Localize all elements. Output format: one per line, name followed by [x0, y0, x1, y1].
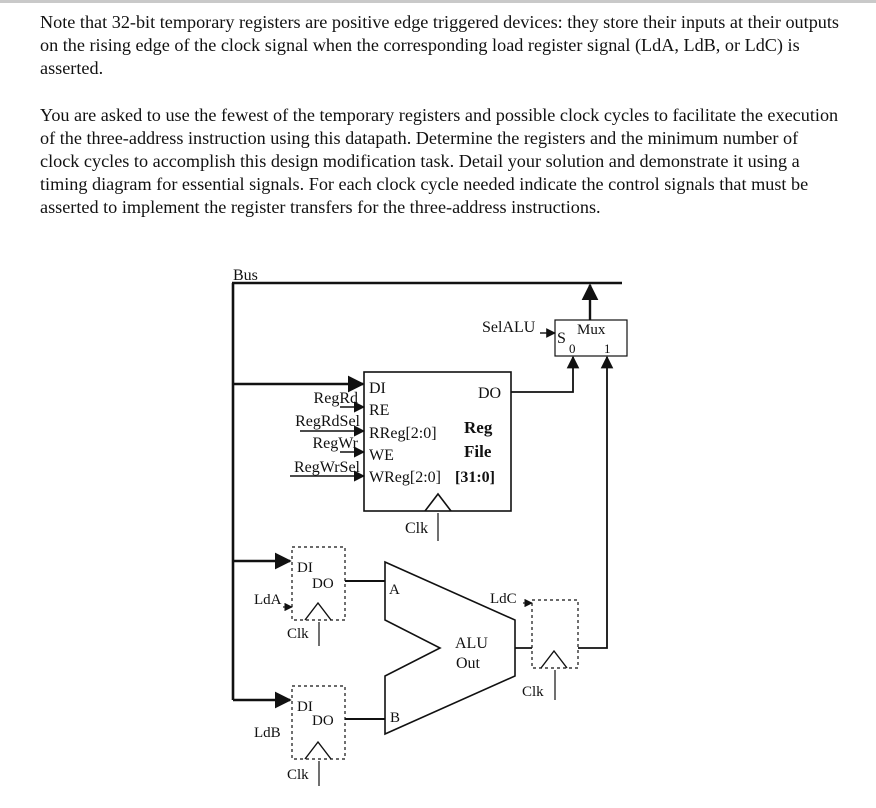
- ldb-label: LdB: [254, 725, 281, 741]
- selalu-label: SelALU: [482, 319, 536, 336]
- alu-input-b: B: [390, 710, 400, 726]
- reg-b-clk-label: Clk: [287, 767, 309, 783]
- alu-out-line1: ALU: [455, 635, 488, 652]
- paragraph-task: You are asked to use the fewest of the t…: [40, 105, 839, 217]
- reg-a-do-pin: DO: [312, 576, 334, 592]
- mux-input1-label: 1: [604, 341, 611, 356]
- bus-label: Bus: [233, 267, 258, 284]
- regc-to-mux: [578, 355, 614, 649]
- regfile-di-pin: DI: [369, 380, 386, 397]
- regrd-label: RegRd: [314, 390, 358, 407]
- paragraph-note: Note that 32-bit temporary registers are…: [40, 12, 840, 78]
- alu-shape: [384, 560, 516, 736]
- page-top-border: [0, 0, 876, 3]
- reg-a-clk-label: Clk: [287, 626, 309, 642]
- regfile-re-pin: RE: [369, 402, 389, 419]
- register-file-box: [363, 371, 512, 512]
- regrdsel-label: RegRdSel: [295, 413, 360, 430]
- regfile-title-reg: Reg: [464, 418, 493, 437]
- ldc-label: LdC: [490, 591, 517, 607]
- regfile-clk-label: Clk: [405, 520, 428, 537]
- alu-out-line2: Out: [456, 655, 481, 672]
- regfile-clock-triangle: [424, 492, 452, 512]
- reg-b-do-pin: DO: [312, 713, 334, 729]
- reg-c-clock-triangle: [540, 649, 568, 669]
- regfile-do-to-mux: [511, 355, 580, 393]
- mux-input0-label: 0: [569, 341, 576, 356]
- reg-b-clock-triangle: [304, 740, 332, 760]
- reg-c-box: [531, 599, 579, 669]
- regwrsel-label: RegWrSel: [294, 459, 361, 476]
- reg-a-clock-triangle: [304, 601, 332, 621]
- reg-a-di-pin: DI: [297, 560, 313, 576]
- regfile-width: [31:0]: [455, 469, 495, 486]
- mux-label: Mux: [577, 322, 606, 338]
- mux-box: [554, 319, 628, 357]
- regfile-title-file: File: [464, 442, 492, 461]
- regfile-do-pin: DO: [478, 385, 501, 402]
- reg-b-box: [291, 685, 346, 760]
- reg-b-di-pin: DI: [297, 699, 313, 715]
- alu-input-a: A: [389, 582, 400, 598]
- regfile-rreg-pin: RReg[2:0]: [369, 425, 437, 442]
- regwr-label: RegWr: [312, 435, 358, 452]
- reg-a-box: [291, 546, 346, 621]
- regfile-we-pin: WE: [369, 447, 394, 464]
- reg-c-clk-label: Clk: [522, 684, 544, 700]
- lda-label: LdA: [254, 592, 282, 608]
- mux-select-pin-label: S: [557, 330, 566, 347]
- regfile-wreg-pin: WReg[2:0]: [369, 469, 441, 486]
